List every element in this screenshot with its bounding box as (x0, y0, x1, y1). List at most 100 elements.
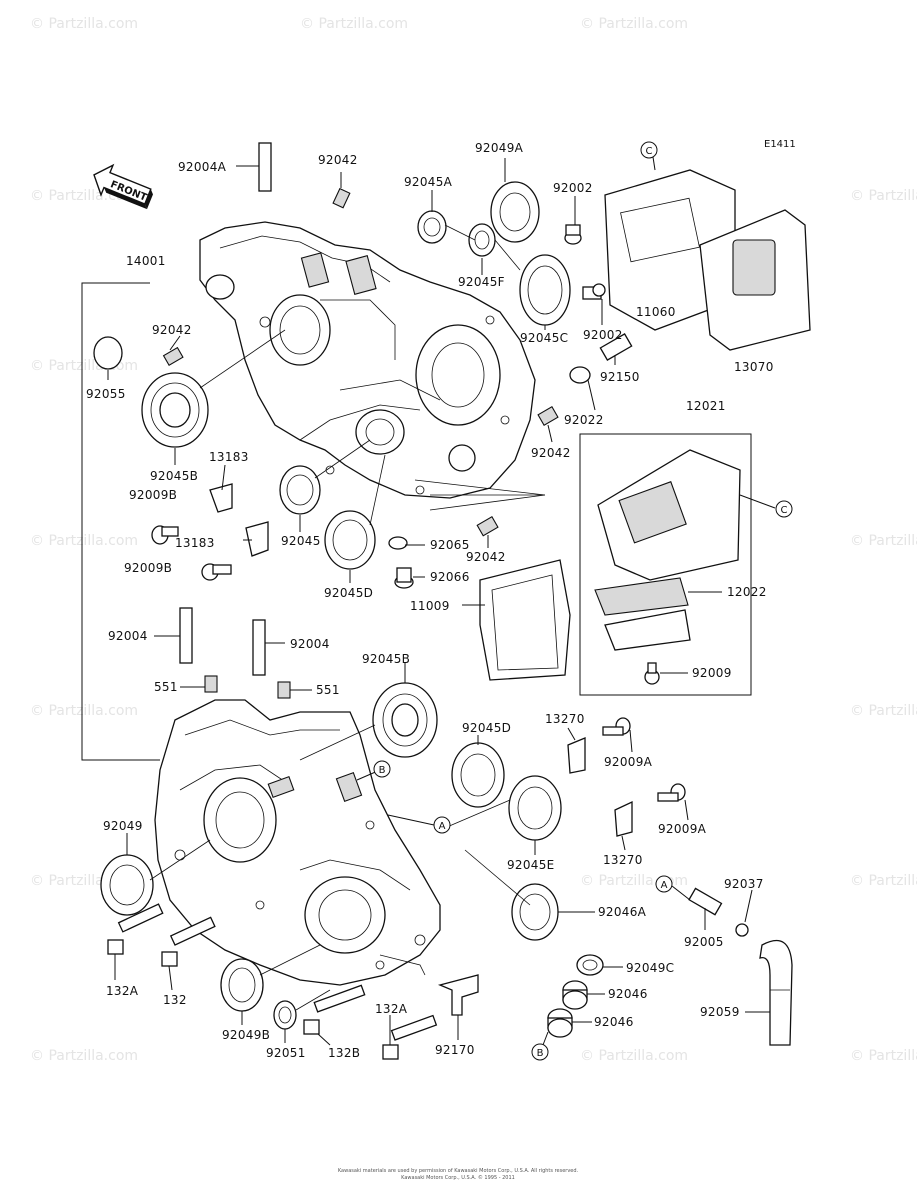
callout-letter: C (646, 146, 653, 157)
plate-13270-upper (567, 737, 586, 774)
footer: Kawasaki materials are used by permissio… (338, 1168, 579, 1181)
part-label: 92055 (86, 387, 126, 401)
callout-a-right: A (655, 875, 673, 893)
callout-circles: C C B A A B (373, 141, 793, 1061)
reed-12022 (594, 577, 689, 616)
clamp-92170 (437, 974, 479, 1016)
watermark: © Partzilla.com (30, 533, 138, 549)
part-label: 92046 (608, 987, 648, 1001)
part-label: 92051 (266, 1046, 306, 1060)
callout-c-top: C (640, 141, 658, 159)
part-label: 92022 (564, 413, 604, 427)
screw-92009 (644, 662, 660, 685)
callout-letter: B (379, 765, 386, 776)
bearing-92045d-upper (324, 510, 376, 570)
bearing-92045a (417, 210, 447, 244)
callout-letter: B (537, 1048, 544, 1059)
plate-13183-lower (245, 521, 269, 557)
part-label: 12022 (727, 585, 767, 599)
part-label: 92005 (684, 935, 724, 949)
bolt-132a-left (107, 903, 164, 955)
part-label: 551 (154, 680, 178, 694)
part-label: 92009A (604, 755, 653, 769)
part-label: 92170 (435, 1043, 475, 1057)
pin-551-right (277, 681, 291, 699)
dowel-92042-right (537, 406, 559, 426)
part-label: 92042 (531, 446, 571, 460)
bearing-92045b-upper (141, 372, 209, 448)
dowel-92042-left (162, 346, 184, 366)
part-label: 92042 (318, 153, 358, 167)
seal-92051 (273, 1000, 297, 1030)
part-label: 92009 (692, 666, 732, 680)
stud-92004-right (252, 619, 266, 676)
callout-b-lower: B (531, 1043, 549, 1061)
bearing-92045f (468, 223, 496, 257)
part-label: 92045C (520, 331, 568, 345)
seal-92049a (490, 181, 540, 243)
plate-13270-lower (614, 800, 633, 837)
bolt-132a-right (382, 1014, 438, 1060)
bearing-92045e (508, 775, 562, 841)
bearings (141, 210, 571, 841)
part-label: 92049A (475, 141, 524, 155)
callout-letter: A (661, 880, 668, 891)
part-label: 92066 (430, 570, 470, 584)
upper-crankcase-half (199, 221, 536, 499)
part-label: 551 (316, 683, 340, 697)
callout-b-upper: B (373, 760, 391, 778)
stud-92004a (258, 142, 272, 192)
part-label: 92009A (658, 822, 707, 836)
part-label: 12021 (686, 399, 726, 413)
screw-92009b-upper (151, 525, 179, 545)
part-label: 92045E (507, 858, 555, 872)
part-label: 92002 (583, 328, 623, 342)
clamp-92037 (735, 923, 749, 937)
part-label: 13183 (175, 536, 215, 550)
seal-92046a (511, 883, 559, 941)
part-label: 92037 (724, 877, 764, 891)
bolt-92002-upper (564, 224, 582, 245)
plate-13183-upper (209, 483, 233, 513)
bearing-92045c (519, 254, 571, 326)
watermark: © Partzilla.com (300, 16, 408, 32)
part-label: 92009B (129, 488, 177, 502)
dowel-92042-low (476, 516, 499, 537)
footer-line: Kawasaki materials are used by permissio… (338, 1168, 579, 1174)
part-label: 92004 (108, 629, 148, 643)
bush-92046b (547, 1008, 573, 1038)
part-label: 14001 (126, 254, 166, 268)
part-label: 92045 (281, 534, 321, 548)
fasteners (107, 142, 793, 1060)
bearing-92045b-lower (372, 682, 438, 758)
part-label: 92004A (178, 160, 227, 174)
part-label: 13183 (209, 450, 249, 464)
bearing-92045 (279, 465, 321, 515)
watermark: © Partzilla.com (850, 1048, 917, 1064)
seal-92049b (220, 958, 264, 1012)
bolt-132b (303, 984, 366, 1035)
stud-92004-left (179, 607, 193, 664)
reed-valve-group (479, 169, 811, 685)
part-label: 92059 (700, 1005, 740, 1019)
hose-92059 (759, 939, 793, 1046)
part-label: 92004 (290, 637, 330, 651)
part-label: 92045B (150, 469, 198, 483)
stopper-plate (604, 609, 691, 651)
footer-line: Kawasaki Motors Corp., U.S.A. © 1995 - 2… (401, 1174, 515, 1181)
lower-crankcase-half (154, 699, 441, 986)
fitting-92005 (688, 887, 723, 916)
watermark: © Partzilla.com (30, 703, 138, 719)
part-label: 92065 (430, 538, 470, 552)
dowel-92042-top (332, 187, 351, 209)
part-label: 92046A (598, 905, 647, 919)
watermark: © Partzilla.com (850, 703, 917, 719)
part-label: 92045B (362, 652, 410, 666)
callout-letter: A (439, 821, 446, 832)
plates (209, 483, 633, 837)
washer-92022 (569, 366, 591, 384)
part-label: 13070 (734, 360, 774, 374)
group-brackets (81, 282, 752, 761)
part-label: 92009B (124, 561, 172, 575)
part-label: 92045F (458, 275, 505, 289)
